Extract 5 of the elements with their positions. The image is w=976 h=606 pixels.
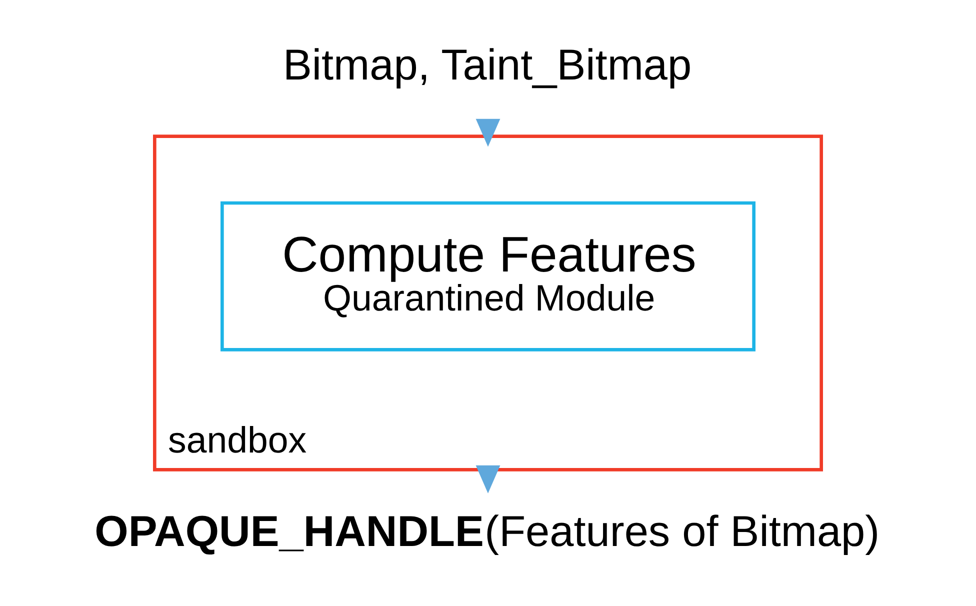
node-box: Compute Features Quarantined Module — [220, 201, 756, 352]
arrow — [476, 465, 500, 494]
arrow — [476, 118, 500, 147]
node-text: OPAQUE_HANDLE(Features of Bitmap) — [94, 508, 880, 556]
node-text: Bitmap, Taint_Bitmap — [283, 41, 692, 90]
